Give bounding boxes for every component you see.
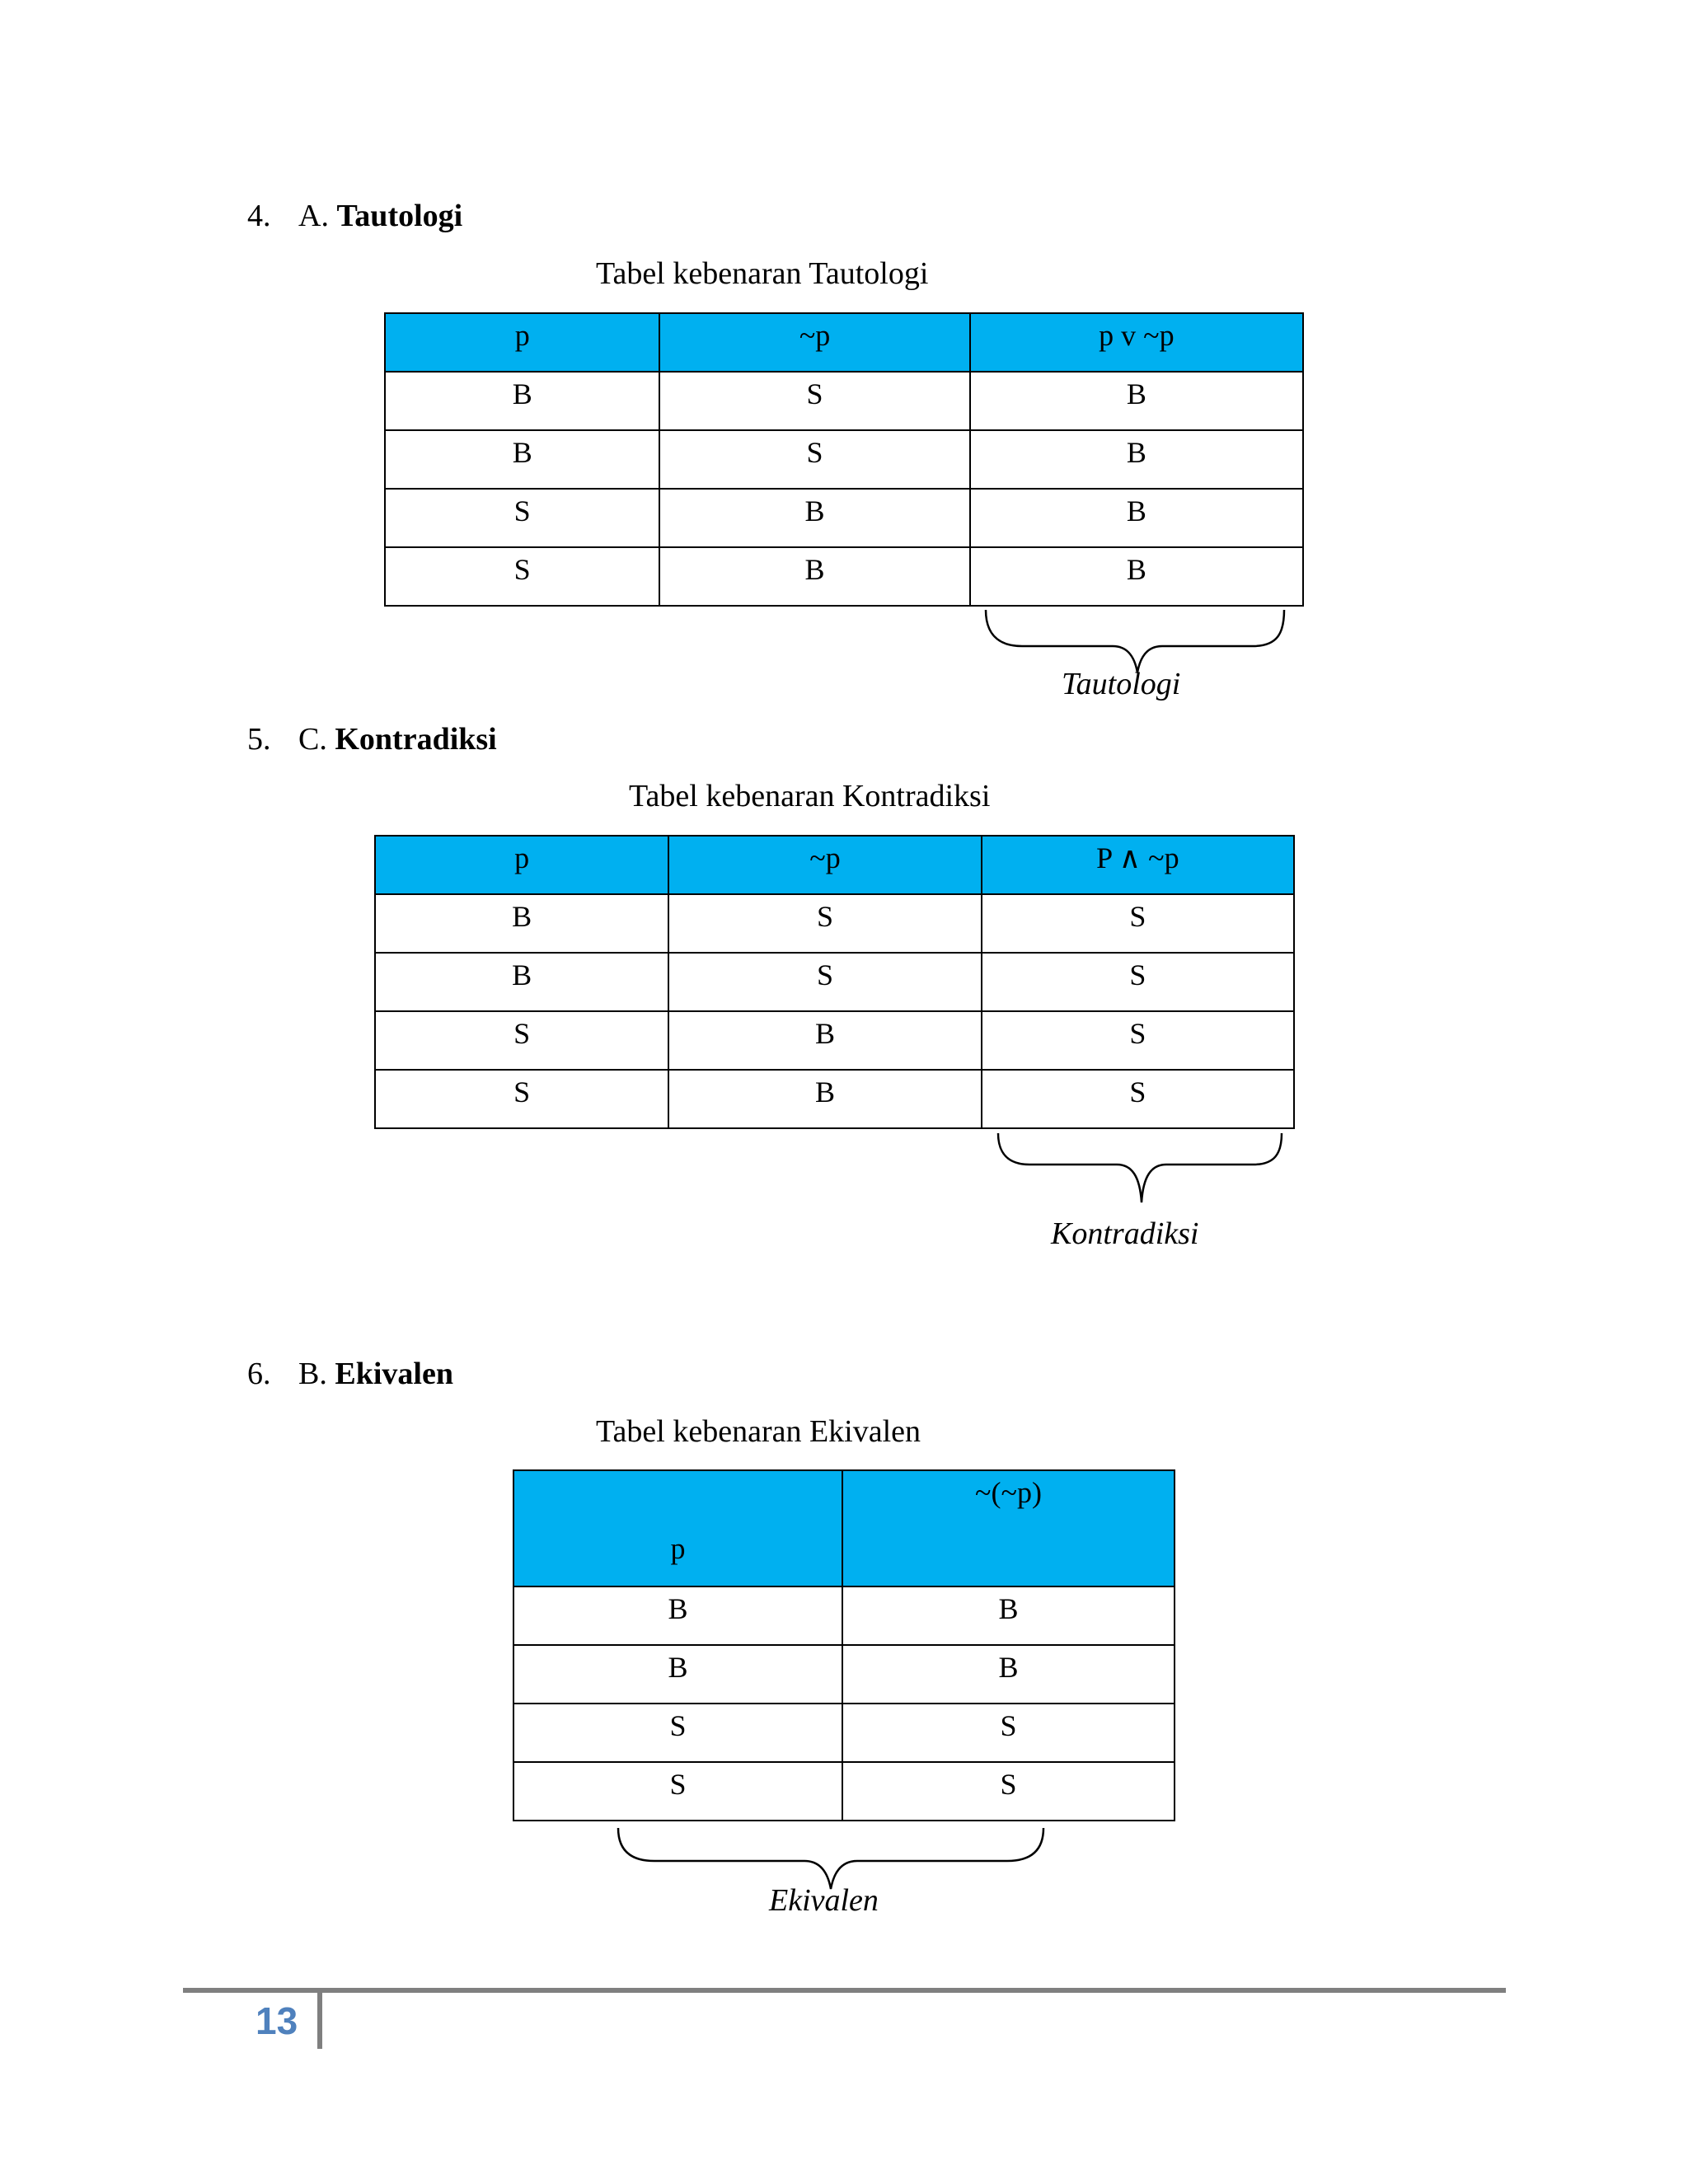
table-cell: S <box>373 1069 670 1129</box>
table-cell: S <box>668 952 982 1012</box>
table-cell: S <box>980 952 1296 1012</box>
table-header-row: p ~p P ∧ ~p <box>373 835 1296 895</box>
item-number: 6. <box>247 1357 271 1391</box>
table-cell: B <box>968 429 1305 490</box>
table-cell: B <box>383 429 661 490</box>
table-row: B B <box>513 1644 1176 1704</box>
header-cell: p v ~p <box>968 312 1305 373</box>
table-row: S B S <box>373 1069 1296 1129</box>
table-cell: B <box>383 371 661 431</box>
table-caption: Tabel kebenaran Tautologi <box>596 256 929 291</box>
table-row: S B S <box>373 1010 1296 1071</box>
table-row: B S S <box>373 893 1296 954</box>
table-cell: B <box>841 1586 1176 1646</box>
table-cell: B <box>841 1644 1176 1704</box>
table-cell: S <box>513 1761 843 1821</box>
curly-brace <box>996 1132 1283 1203</box>
footer-divider <box>317 1991 322 2049</box>
truth-table-ekivalen: p ~(~p) B B B B S S S S <box>513 1469 1176 1821</box>
answer-letter: A. <box>298 199 329 233</box>
section-heading-ekivalen: 6. B. Ekivalen <box>247 1356 453 1392</box>
section-title: Tautologi <box>336 199 463 233</box>
table-cell: B <box>659 546 971 607</box>
section-heading-kontradiksi: 5. C. Kontradiksi <box>247 721 497 757</box>
brace-label: Kontradiksi <box>1051 1216 1199 1251</box>
table-row: S B B <box>383 488 1305 548</box>
table-cell: S <box>659 429 971 490</box>
table-cell: S <box>659 371 971 431</box>
brace-label: Tautologi <box>1062 667 1181 701</box>
table-caption: Tabel kebenaran Kontradiksi <box>629 779 991 813</box>
curly-brace <box>617 1827 1045 1890</box>
table-cell: B <box>668 1069 982 1129</box>
table-cell: B <box>668 1010 982 1071</box>
table-row: S S <box>513 1761 1176 1821</box>
table-cell: B <box>513 1644 843 1704</box>
table-cell: B <box>968 488 1305 548</box>
table-cell: S <box>383 546 661 607</box>
header-cell: p <box>373 835 670 895</box>
header-cell: ~(~p) <box>841 1469 1176 1587</box>
page-number: 13 <box>256 1999 298 2042</box>
table-cell: B <box>968 371 1305 431</box>
table-row: B S B <box>383 371 1305 431</box>
header-cell: p <box>513 1469 843 1587</box>
table-caption: Tabel kebenaran Ekivalen <box>596 1414 921 1449</box>
table-cell: B <box>373 952 670 1012</box>
header-cell: ~p <box>668 835 982 895</box>
truth-table-kontradiksi: p ~p P ∧ ~p B S S B S S S B S S B S <box>373 835 1296 1129</box>
section-title: Ekivalen <box>335 1357 453 1391</box>
header-cell: ~p <box>659 312 971 373</box>
table-row: S B B <box>383 546 1305 607</box>
footer-rule <box>183 1988 1506 1993</box>
truth-table-tautologi: p ~p p v ~p B S B B S B S B B S B B <box>383 312 1305 607</box>
table-cell: S <box>980 1069 1296 1129</box>
brace-label: Ekivalen <box>769 1883 879 1918</box>
section-heading-tautologi: 4. A. Tautologi <box>247 198 462 234</box>
item-number: 4. <box>247 199 271 233</box>
item-number: 5. <box>247 722 271 757</box>
table-row: B B <box>513 1586 1176 1646</box>
table-cell: B <box>513 1586 843 1646</box>
answer-letter: B. <box>298 1357 327 1391</box>
table-cell: S <box>383 488 661 548</box>
table-header-row: p ~p p v ~p <box>383 312 1305 373</box>
table-cell: S <box>841 1703 1176 1763</box>
section-title: Kontradiksi <box>335 722 497 757</box>
table-cell: S <box>841 1761 1176 1821</box>
header-cell: p <box>383 312 661 373</box>
table-header-row: p ~(~p) <box>513 1469 1176 1587</box>
answer-letter: C. <box>298 722 327 757</box>
header-cell: P ∧ ~p <box>980 835 1296 895</box>
curly-brace <box>984 609 1286 673</box>
table-row: S S <box>513 1703 1176 1763</box>
table-cell: S <box>668 893 982 954</box>
table-cell: B <box>659 488 971 548</box>
table-cell: S <box>980 1010 1296 1071</box>
table-cell: S <box>373 1010 670 1071</box>
table-row: B S B <box>383 429 1305 490</box>
table-cell: B <box>968 546 1305 607</box>
table-row: B S S <box>373 952 1296 1012</box>
table-cell: S <box>980 893 1296 954</box>
table-cell: S <box>513 1703 843 1763</box>
table-cell: B <box>373 893 670 954</box>
